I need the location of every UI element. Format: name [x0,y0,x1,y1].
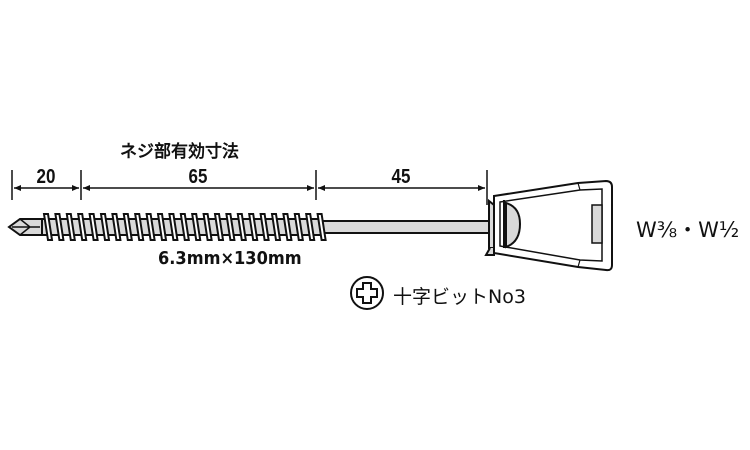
phillips-cross-icon [350,276,384,310]
thread-crest [293,213,304,241]
thread-crest [156,213,168,241]
thread-crest [316,213,327,241]
dimension-label-tip: 20 [36,166,56,188]
thread-crest [134,213,145,241]
thread-crest [305,213,316,241]
thread-crest [88,213,99,241]
thread-crest [65,213,76,241]
thread-crest [270,213,282,241]
screw-shank [317,220,491,234]
thread-crest [168,213,179,241]
dimension-label-thread: 65 [188,166,208,188]
thread-crest [54,213,65,241]
screw-head-clip [484,179,613,272]
thread-crest [225,213,236,241]
thread-crest [282,213,293,241]
thread-crest [122,213,133,241]
thread-crest [191,213,202,241]
thread-crest [179,213,190,241]
screw-threads [42,213,327,241]
thread-crest [77,213,88,241]
bit-label: 十字ビットNo3 [393,286,526,308]
thread-crest [236,213,247,241]
thread-crest [213,213,225,241]
thread-crest [42,213,54,241]
washer-size-label: W⅜・W½ [636,218,740,242]
thread-crest [202,213,213,241]
thread-crest [111,213,122,241]
dimension-label-shank: 45 [391,166,411,188]
thread-crest [145,213,156,241]
size-label: 6.3mm×130mm [158,248,302,269]
thread-crest [248,213,259,241]
thread-crest [99,213,111,241]
dimension-lines [11,170,488,205]
dimension-arrows [14,185,485,191]
thread-length-title: ネジ部有効寸法 [120,142,239,162]
thread-crest [259,213,270,241]
